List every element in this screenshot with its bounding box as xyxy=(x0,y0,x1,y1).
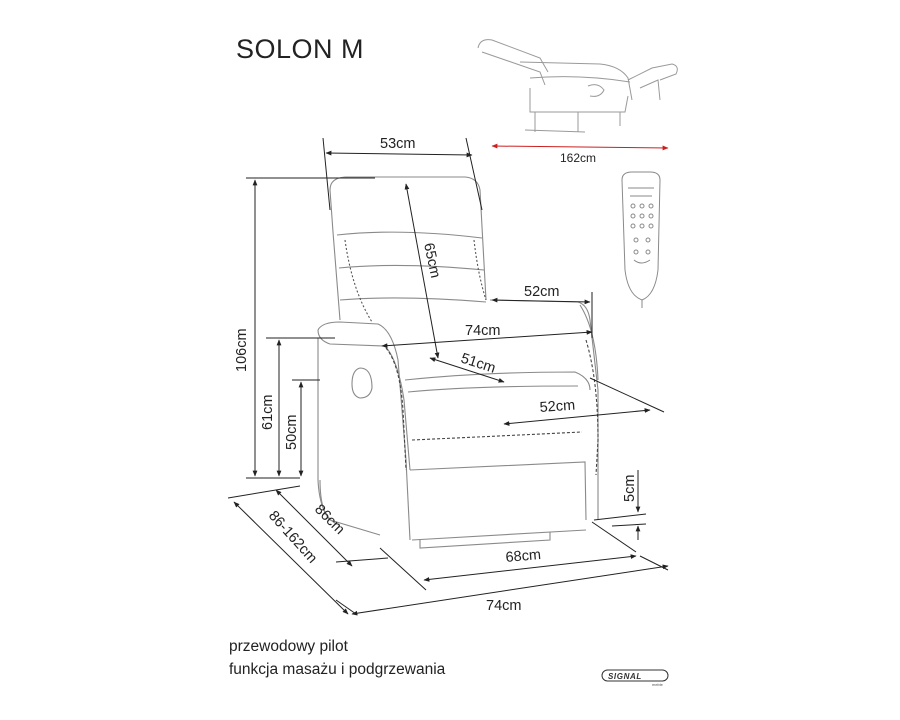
clearance-label: 5cm xyxy=(622,475,638,502)
total-width-label: 74cm xyxy=(486,598,521,614)
logo-sub: meble xyxy=(652,682,664,687)
depth-label: 86cm xyxy=(311,502,347,538)
seat-depth-extension xyxy=(589,377,665,413)
seat-width-label: 51cm xyxy=(459,351,498,377)
remote-control-sketch-icon xyxy=(621,171,661,308)
armrest-depth-line xyxy=(491,297,591,305)
depth-extension-front xyxy=(335,557,389,563)
reclined-length-label: 162cm xyxy=(560,151,596,165)
armrest-height-label: 61cm xyxy=(260,395,276,430)
signal-logo: SIGNAL meble xyxy=(601,669,669,687)
seat-height-label: 50cm xyxy=(284,415,300,450)
seat-depth-line xyxy=(503,408,651,426)
depth-range-extension xyxy=(227,485,301,499)
total-width-line xyxy=(351,564,669,616)
backrest-height-label: 65cm xyxy=(420,242,443,280)
backrest-width-extension-left xyxy=(322,137,331,211)
backrest-height-line xyxy=(404,183,440,359)
total-height-label: 106cm xyxy=(234,328,250,372)
clearance-extension-bottom xyxy=(611,523,647,527)
recliner-chair-sketch-icon xyxy=(317,176,599,549)
base-width-label: 68cm xyxy=(505,547,542,566)
clearance-extension-top xyxy=(593,513,647,521)
note-wired-remote: przewodowy pilot xyxy=(229,638,348,655)
armrest-depth-label: 52cm xyxy=(524,284,559,300)
base-width-extension-right xyxy=(591,521,637,553)
depth-range-label: 86-162cm xyxy=(265,508,320,567)
base-width-extension-left xyxy=(379,547,427,591)
backrest-width-label: 53cm xyxy=(380,136,415,152)
logo-brand: SIGNAL xyxy=(608,672,642,681)
width-between-arms-line xyxy=(381,329,593,349)
note-massage-heating: funkcja masażu i podgrzewania xyxy=(229,661,446,678)
depth-range-line xyxy=(233,501,349,615)
reclined-length-line xyxy=(491,143,669,151)
seat-width-line xyxy=(429,357,505,383)
reclined-chair-sketch-icon xyxy=(477,39,678,133)
backrest-width-line xyxy=(325,150,473,158)
product-title: SOLON M xyxy=(236,34,365,64)
width-between-arms-label: 74cm xyxy=(465,323,500,339)
backrest-width-extension-right xyxy=(465,137,483,211)
seat-depth-label: 52cm xyxy=(539,398,575,416)
